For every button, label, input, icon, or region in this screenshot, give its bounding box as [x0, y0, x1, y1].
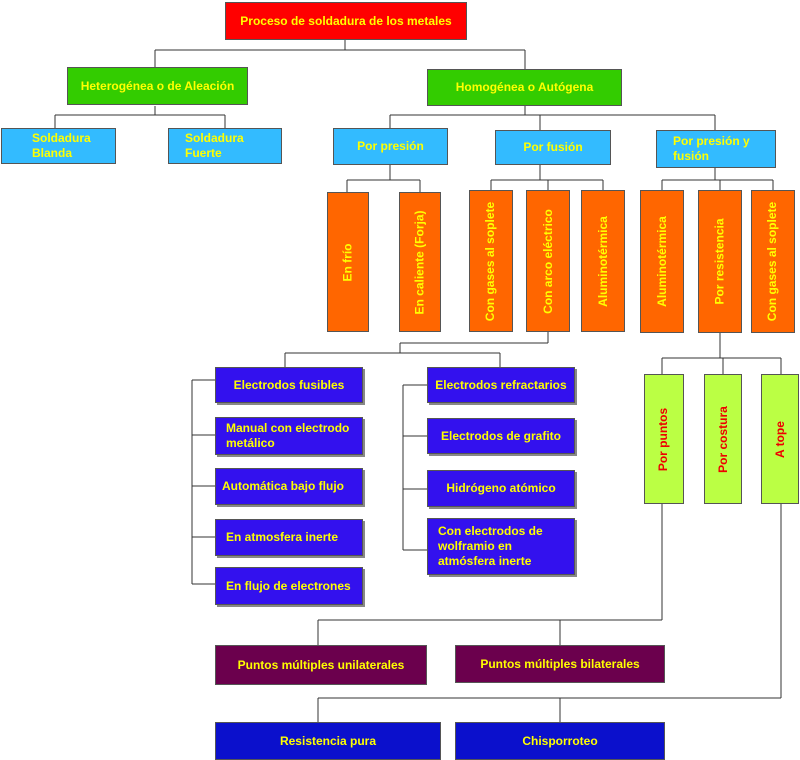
por-presion-node: Por presión	[333, 128, 448, 165]
electrodos-refractarios-node: Electrodos refractarios	[427, 367, 575, 403]
soldadura-fuerte-node: Soldadura Fuerte	[168, 128, 282, 164]
pf-aluminotermica-label: Aluminotérmica	[654, 216, 669, 307]
fusion-aluminotermica-label: Aluminotérmica	[595, 215, 610, 307]
homogenea-node: Homogénea o Autógena	[427, 69, 622, 106]
hidrogeno-atomico-node: Hidrógeno atómico	[427, 470, 575, 507]
a-tope-label: A tope	[772, 420, 787, 458]
en-frio-label: En frío	[340, 243, 355, 281]
fusion-gases-soplete-label: Con gases al soplete	[483, 201, 498, 321]
por-costura-label: Por costura	[715, 405, 730, 473]
flujo-electrones-node: En flujo de electrones	[215, 567, 363, 605]
por-presion-fusion-node: Por presión y fusión	[656, 130, 776, 168]
resistencia-pura-node: Resistencia pura	[215, 722, 441, 760]
electrodos-grafito-node: Electrodos de grafito	[427, 418, 575, 454]
puntos-bilaterales-node: Puntos múltiples bilaterales	[455, 645, 665, 683]
pf-gases-soplete-node: Con gases al soplete	[751, 190, 795, 333]
en-frio-node: En frío	[327, 192, 369, 332]
electrodos-wolframio-node: Con electrodos de wolframio en atmósfera…	[427, 518, 575, 575]
en-caliente-label: En caliente (Forja)	[412, 209, 427, 315]
a-tope-node: A tope	[761, 374, 799, 504]
por-fusion-node: Por fusión	[495, 130, 611, 165]
arco-electrico-label: Con arco eléctrico	[540, 208, 555, 314]
pf-gases-soplete-label: Con gases al soplete	[765, 201, 780, 322]
fusion-aluminotermica-node: Aluminotérmica	[581, 190, 625, 332]
electrodos-fusibles-node: Electrodos fusibles	[215, 367, 363, 403]
por-resistencia-node: Por resistencia	[698, 190, 742, 333]
manual-electrodo-node: Manual con electrodo metálico	[215, 417, 363, 455]
por-costura-node: Por costura	[704, 374, 742, 504]
fusion-gases-soplete-node: Con gases al soplete	[469, 190, 513, 332]
en-caliente-node: En caliente (Forja)	[399, 192, 441, 332]
chisporroteo-node: Chisporroteo	[455, 722, 665, 760]
soldadura-blanda-node: Soldadura Blanda	[1, 128, 116, 164]
atmosfera-inerte-node: En atmosfera inerte	[215, 519, 363, 556]
arco-electrico-node: Con arco eléctrico	[526, 190, 570, 332]
automatica-flujo-node: Automática bajo flujo	[215, 468, 363, 505]
heterogenea-node: Heterogénea o de Aleación	[67, 67, 248, 105]
por-puntos-label: Por puntos	[656, 407, 671, 471]
pf-aluminotermica-node: Aluminotérmica	[640, 190, 684, 333]
puntos-unilaterales-node: Puntos múltiples unilaterales	[215, 645, 427, 685]
root-node: Proceso de soldadura de los metales	[225, 2, 467, 40]
por-resistencia-label: Por resistencia	[712, 218, 727, 305]
por-puntos-node: Por puntos	[644, 374, 684, 504]
